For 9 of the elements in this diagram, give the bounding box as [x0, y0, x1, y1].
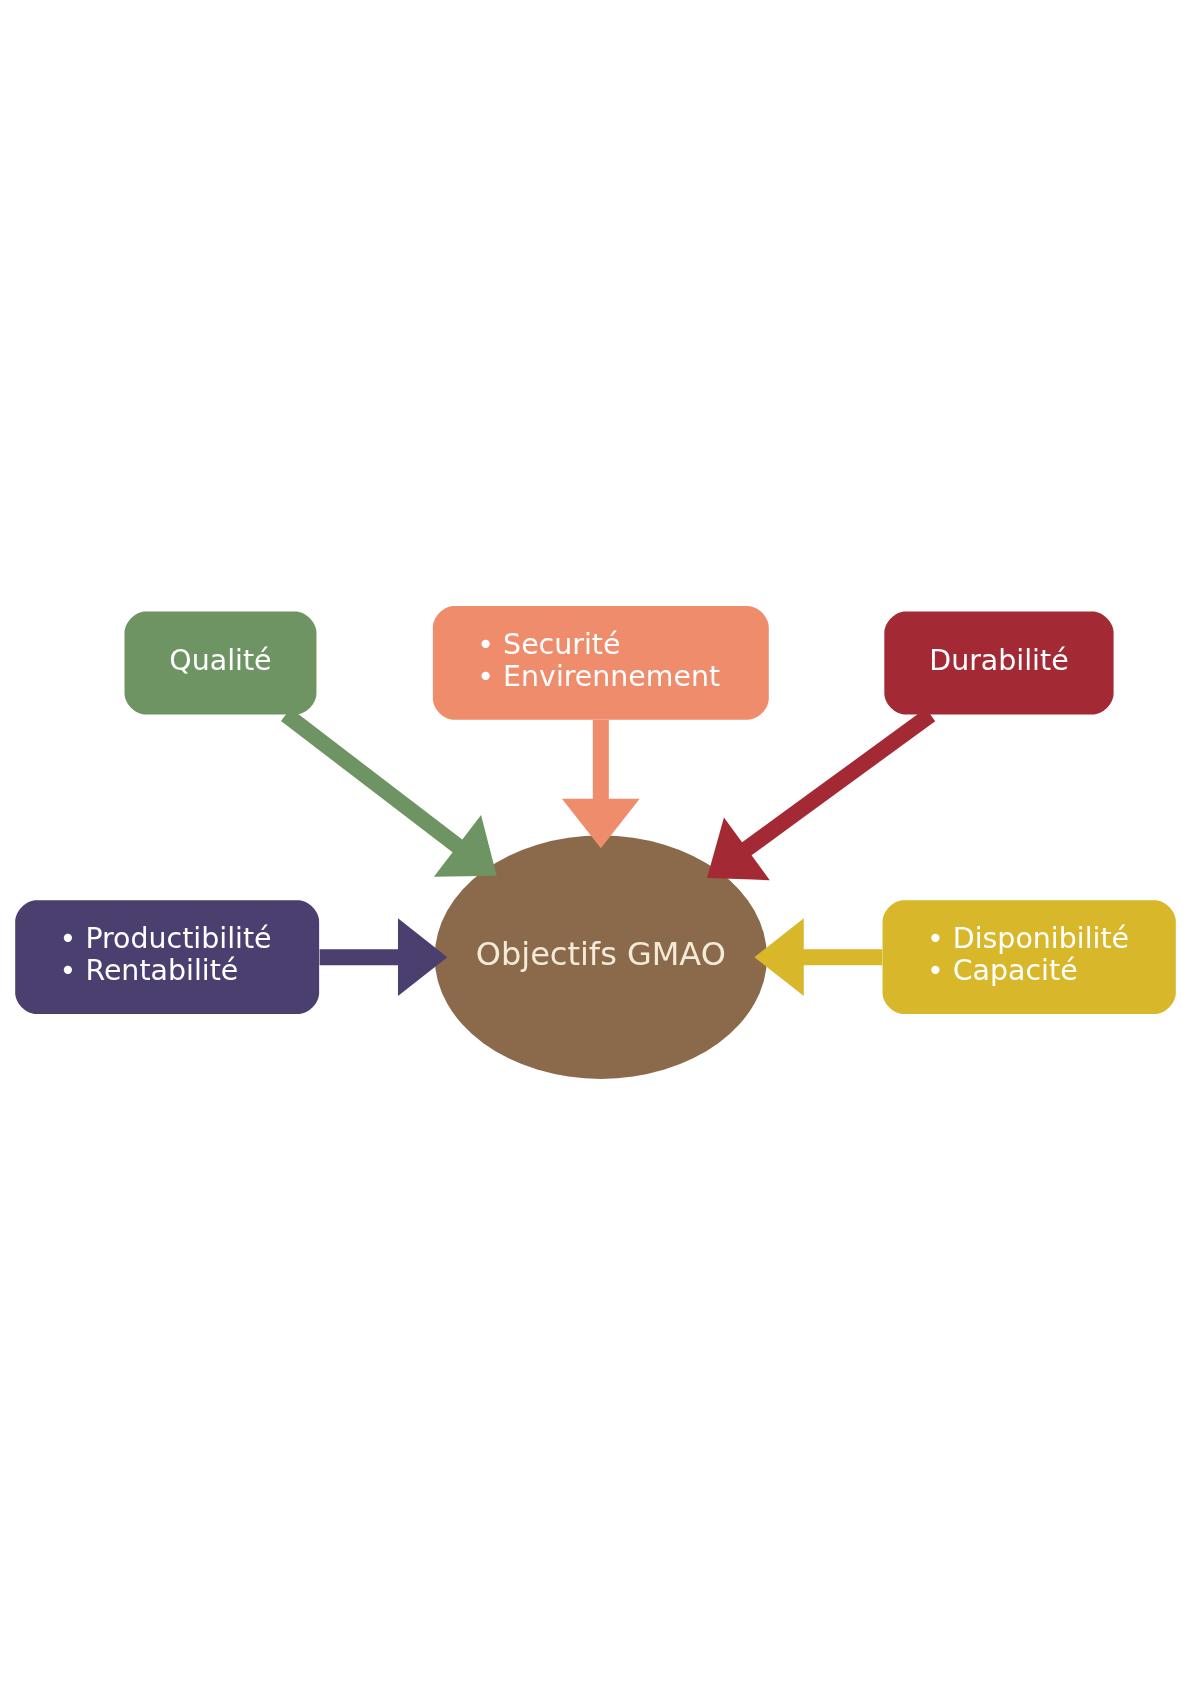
node-ellipse: Objectifs GMAO — [434, 834, 767, 1079]
node-box: Durabilité — [884, 610, 1114, 715]
arrow — [754, 917, 883, 996]
arrow — [561, 719, 640, 848]
arrow — [319, 917, 448, 996]
node-box: • Productibilité • Rentabilité — [15, 899, 320, 1014]
node-box: • Disponibilité • Capacité — [882, 899, 1176, 1014]
node-box: • Securité • Envirennement — [432, 605, 769, 720]
node-box: Qualité — [124, 610, 317, 715]
